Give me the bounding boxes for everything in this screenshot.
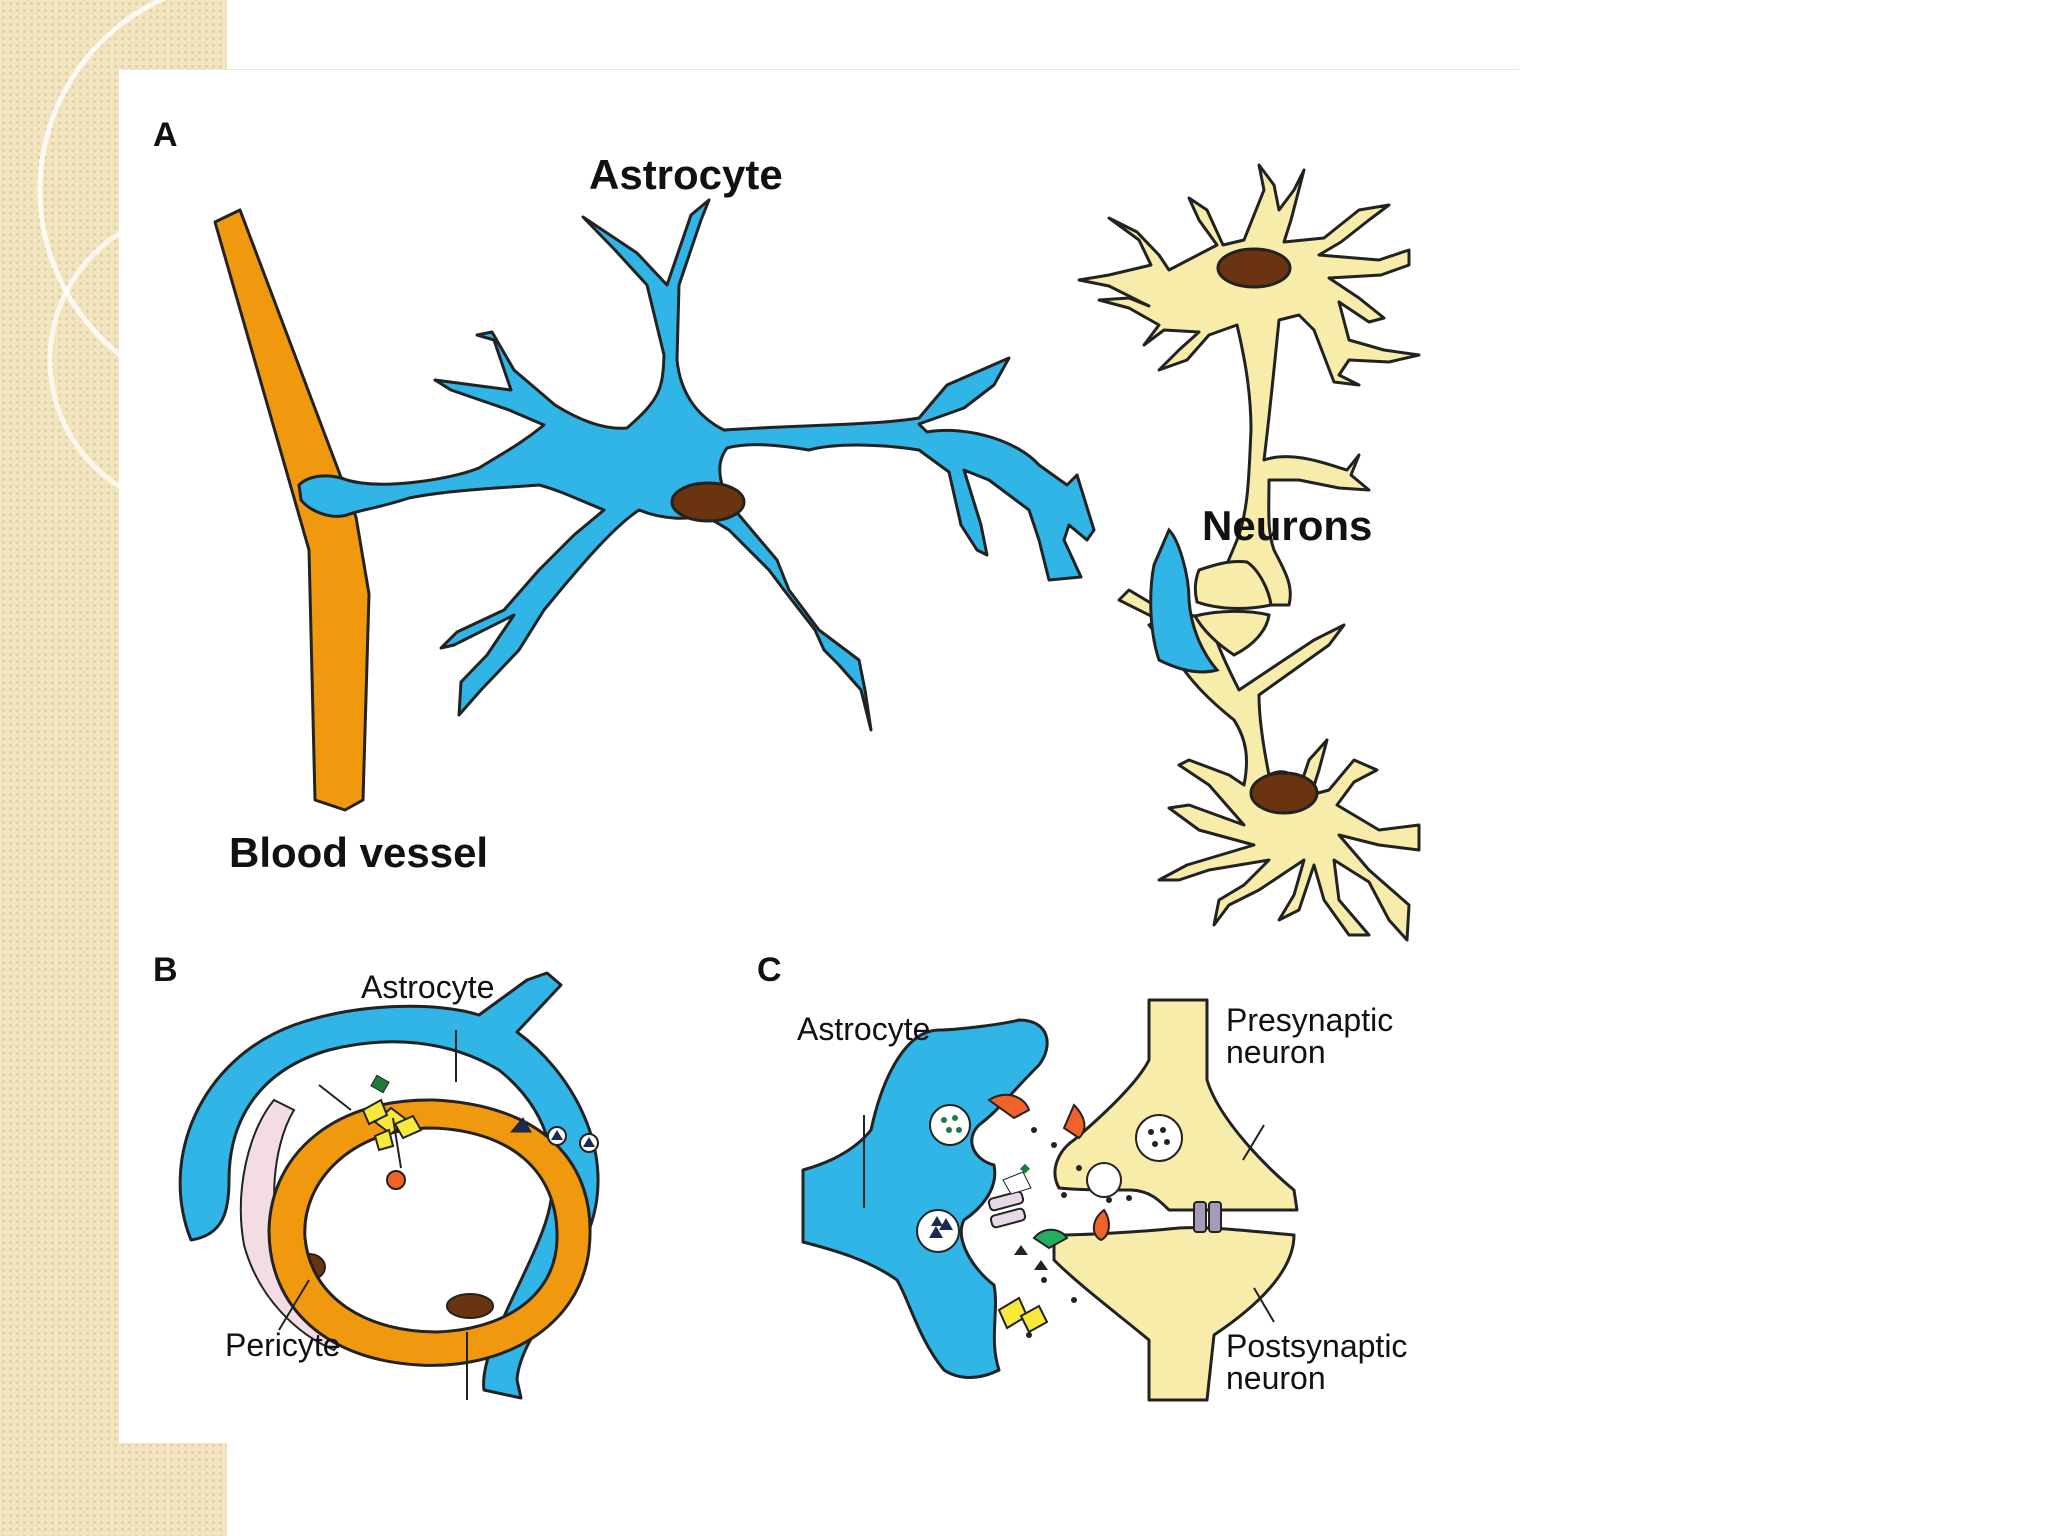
- panel-b: B Astrocyte Pericyte: [153, 951, 600, 1400]
- neurons-label: Neurons: [1202, 502, 1372, 549]
- vessel-ring: [267, 1098, 592, 1400]
- blood-vessel-label: Blood vessel: [229, 829, 488, 876]
- neuron-upper: [1077, 163, 1421, 607]
- panel-a: A Astrocyte Neurons Blood vessel: [153, 116, 1421, 942]
- synapse-a: [1192, 560, 1273, 657]
- astrocyte-cell-b: [178, 971, 600, 1400]
- astrocyte-label-c: Astrocyte: [797, 1011, 930, 1047]
- presynaptic-label-line2: neuron: [1226, 1034, 1326, 1070]
- endfoot-channels: [318, 1074, 599, 1190]
- astrocyte-figure: A Astrocyte Neurons Blood vessel: [119, 69, 1519, 1443]
- astrocyte-label-b: Astrocyte: [361, 969, 494, 1005]
- astrocyte-cell-c: [801, 1018, 1049, 1379]
- panel-c-letter: C: [757, 951, 782, 989]
- panel-c: C Astrocyte Presynaptic neuron Postsynap…: [757, 951, 1407, 1402]
- presynaptic-neuron: [1053, 998, 1299, 1212]
- astrocyte-cell-a: [297, 198, 1096, 732]
- receptors: [987, 1093, 1110, 1250]
- postsynaptic-neuron: [1052, 1201, 1296, 1402]
- neurotransmitters: [1014, 1127, 1132, 1338]
- astrocyte-endfoot-synapse: [1149, 527, 1220, 674]
- blood-vessel: [213, 208, 371, 812]
- panel-b-letter: B: [153, 951, 178, 989]
- panel-a-letter: A: [153, 116, 178, 154]
- presynaptic-label-line1: Presynaptic: [1226, 1002, 1393, 1038]
- postsynaptic-label-line1: Postsynaptic: [1226, 1328, 1407, 1364]
- pericyte-label: Pericyte: [225, 1327, 341, 1363]
- postsynaptic-label-line2: neuron: [1226, 1360, 1326, 1396]
- astrocyte-label-a: Astrocyte: [589, 151, 783, 198]
- neuron-lower: [1117, 588, 1421, 942]
